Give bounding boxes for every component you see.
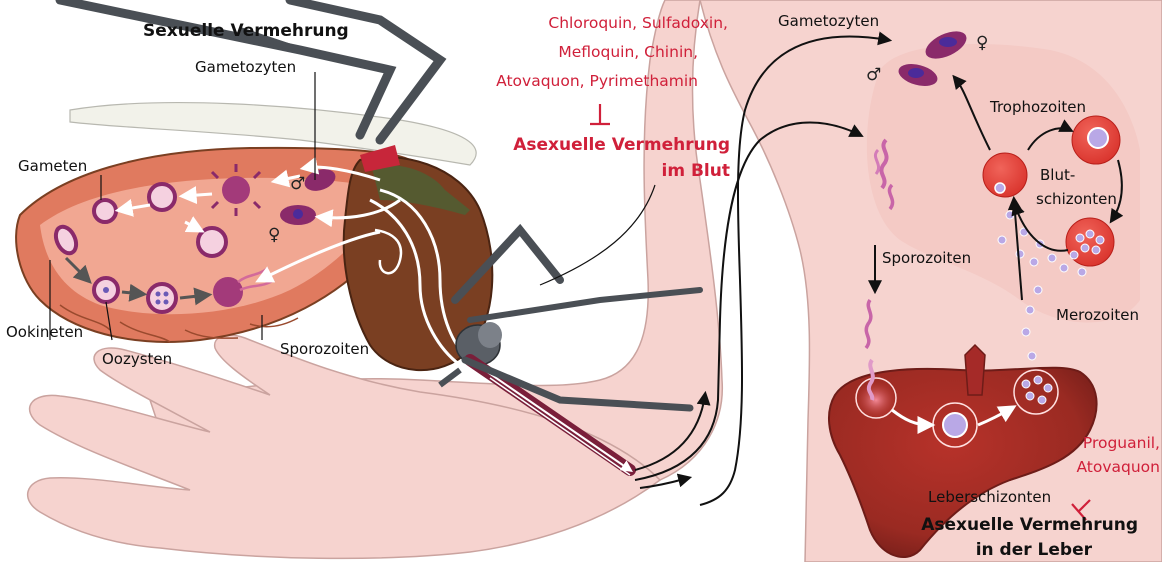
label-liver-schizonts: Leberschizonten — [928, 488, 1051, 506]
blood-stage-title-line-2: im Blut — [662, 161, 730, 181]
liver-stage-title-line-2: in der Leber — [976, 540, 1093, 560]
label-merozoites: Merozoiten — [1056, 306, 1139, 324]
label-sporozoites-mosquito: Sporozoiten — [280, 340, 369, 358]
blood-drugs-line-3: Atovaquon, Pyrimethamin — [496, 72, 698, 90]
sexual-reproduction-title: Sexuelle Vermehrung — [143, 21, 349, 41]
label-ookinetes: Ookineten — [6, 323, 83, 341]
female-symbol-blood: ♀ — [976, 33, 988, 53]
label-gametes: Gameten — [18, 157, 87, 175]
female-symbol-mosquito: ♀ — [268, 225, 280, 245]
male-symbol-blood: ♂ — [866, 65, 881, 85]
liver-stage-title-line-1: Asexuelle Vermehrung — [921, 515, 1138, 535]
blood-drugs-line-1: Chloroquin, Sulfadoxin, — [548, 14, 728, 32]
label-blood-schizonts-2: schizonten — [1036, 190, 1117, 208]
label-oocysts: Oozysten — [102, 350, 172, 368]
label-gametocytes-blood: Gametozyten — [778, 12, 879, 30]
label-gametocytes-mosquito: Gametozyten — [195, 58, 296, 76]
liver-drugs-line-1: Proguanil, — [1083, 434, 1160, 452]
liver-drugs-line-2: Atovaquon — [1076, 458, 1160, 476]
blood-drugs-line-2: Mefloquin, Chinin, — [558, 43, 698, 61]
label-blood-schizonts-1: Blut- — [1040, 166, 1075, 184]
label-sporozoites-body: Sporozoiten — [882, 249, 971, 267]
male-symbol-mosquito: ♂ — [290, 174, 305, 194]
label-trophozoites: Trophozoiten — [989, 98, 1086, 116]
blood-stage-title-line-1: Asexuelle Vermehrung — [513, 135, 730, 155]
